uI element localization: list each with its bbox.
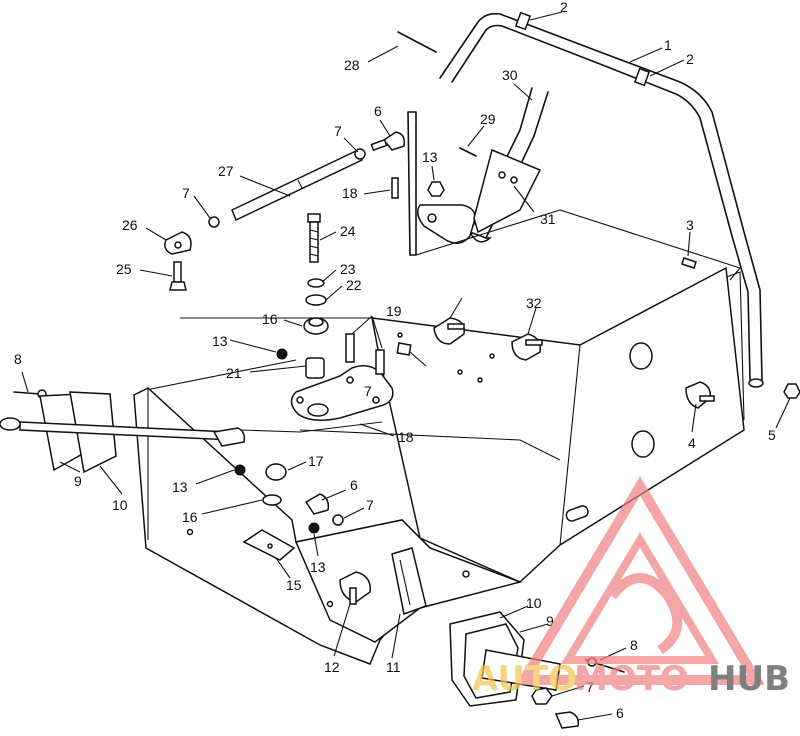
callout-23: 25 xyxy=(116,261,132,277)
support-arm xyxy=(417,87,549,244)
watermark-triangle-inner xyxy=(560,532,720,664)
callout-27: 29 xyxy=(480,111,496,127)
callout-19: 21 xyxy=(226,365,242,381)
callout-4: 4 xyxy=(688,435,696,451)
callout-30: 32 xyxy=(526,295,542,311)
callout-13: 13 xyxy=(310,559,326,575)
leader-lines xyxy=(21,11,791,721)
callout-1: 1 xyxy=(664,37,672,53)
callout-17: 18 xyxy=(398,429,414,445)
callout-11: 11 xyxy=(386,659,401,675)
callout-18: 18 xyxy=(342,185,358,201)
callout-9: 9 xyxy=(546,613,554,629)
callout-6: 6 xyxy=(350,477,358,493)
callout-15: 16 xyxy=(182,509,198,525)
callout-9: 9 xyxy=(74,473,82,489)
callout-5: 5 xyxy=(768,427,776,443)
callout-labels: 2 1 2 28 30 29 6 7 27 18 13 31 7 26 25 2… xyxy=(14,0,776,721)
frame-slot xyxy=(565,505,589,522)
callout-28: 30 xyxy=(502,67,518,83)
watermark-word-auto: AUTO xyxy=(472,659,577,699)
callout-7: 7 xyxy=(586,679,594,695)
callout-22: 24 xyxy=(340,223,356,239)
frame-hole-lower xyxy=(631,430,655,458)
clamp-2-right xyxy=(633,67,651,87)
main-frame xyxy=(133,266,745,665)
callout-14: 15 xyxy=(286,577,302,593)
callout-16: 16 xyxy=(262,311,278,327)
callout-13: 13 xyxy=(422,149,438,165)
watermark-swirl xyxy=(608,573,683,655)
watermark-word-moto: MOTO xyxy=(574,659,689,699)
rod-25 xyxy=(231,148,363,222)
callout-8: 8 xyxy=(630,637,638,653)
rear-panel xyxy=(407,111,745,421)
left-tie-rod xyxy=(0,391,246,474)
callout-8: 8 xyxy=(14,351,22,367)
callout-2: 2 xyxy=(686,51,694,67)
callout-13: 13 xyxy=(172,479,188,495)
callout-29: 31 xyxy=(540,211,556,227)
callout-16: 17 xyxy=(308,453,324,469)
callout-7: 7 xyxy=(366,497,374,513)
callout-7: 7 xyxy=(334,123,342,139)
roll-bar xyxy=(439,11,764,388)
callout-10: 10 xyxy=(526,595,542,611)
hardware xyxy=(13,31,800,605)
callout-7: 7 xyxy=(182,185,190,201)
frame-hole-upper xyxy=(629,342,653,370)
callout-3: 3 xyxy=(686,217,694,233)
watermark-triangle-outer xyxy=(515,476,765,685)
callout-20: 22 xyxy=(346,277,362,293)
support-bracket-29 xyxy=(473,148,542,234)
callout-10: 10 xyxy=(112,497,128,513)
callout-24: 26 xyxy=(122,217,138,233)
callout-2: 2 xyxy=(560,0,568,15)
callout-6: 6 xyxy=(374,103,382,119)
mount-stack xyxy=(303,213,329,417)
callout-7: 7 xyxy=(364,383,372,399)
callout-26: 28 xyxy=(344,57,360,73)
callout-13: 13 xyxy=(212,333,228,349)
callout-6: 6 xyxy=(616,705,624,721)
arm-mount-plate xyxy=(417,204,476,244)
watermark-word-hub: HUB xyxy=(708,659,790,699)
callout-25: 27 xyxy=(218,163,234,179)
callout-12: 12 xyxy=(324,659,340,675)
automotohub-watermark: AUTO MOTO HUB xyxy=(472,476,790,699)
callout-21: 23 xyxy=(340,261,356,277)
clamp-2-top xyxy=(514,11,532,31)
callout-18: 19 xyxy=(386,303,402,319)
